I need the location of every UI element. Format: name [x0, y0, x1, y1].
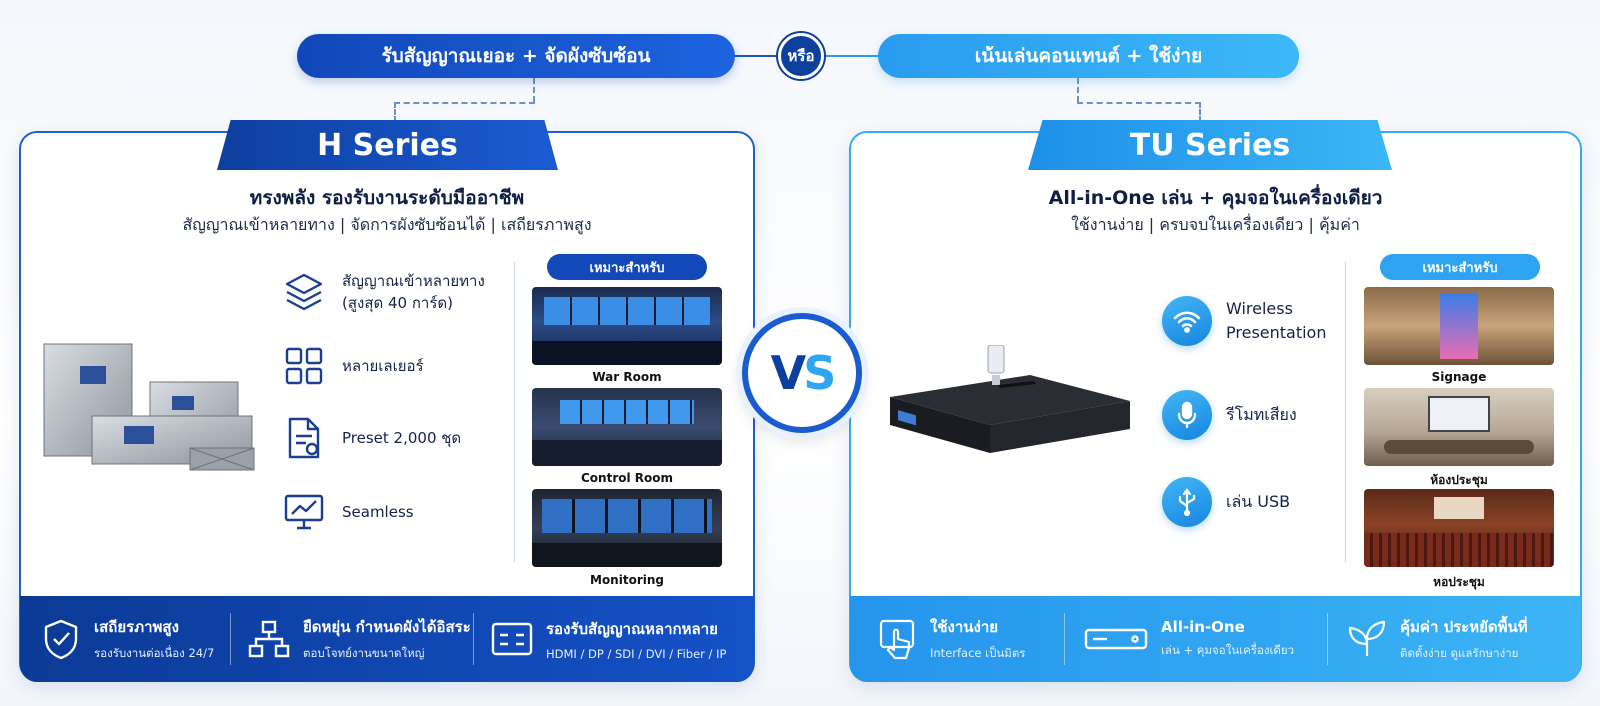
tu-benefit-value: คุ้มค่า ประหยัดพื้นที่ ติดตั้งง่าย ดูแลร…	[1328, 596, 1578, 682]
h-feature-layers: หลายเลเยอร์	[280, 342, 424, 390]
h-feature-inputs-line1: สัญญาณเข้าหลายทาง	[342, 271, 485, 290]
h-feature-preset: Preset 2,000 ชุด	[280, 414, 461, 462]
microphone-icon	[1162, 390, 1212, 440]
tu-benefit-easy-sub: Interface เป็นมิตร	[930, 646, 1026, 660]
h-dashed-connector	[533, 78, 535, 102]
vs-letter-v: V	[770, 346, 807, 400]
h-benefit-signals: รองรับสัญญาณหลากหลาย HDMI / DP / SDI / D…	[474, 596, 754, 682]
tu-benefit-allinone: All-in-One เล่น + คุมจอในเครื่องเดียว	[1065, 596, 1327, 682]
war-room-label: War Room	[592, 370, 662, 384]
tu-benefits-bar: ใช้งานง่าย Interface เป็นมิตร All-in-One…	[850, 596, 1581, 682]
tu-benefit-value-sub: ติดตั้งง่าย ดูแลรักษาง่าย	[1400, 646, 1519, 660]
tu-dashed-connector-h	[1077, 102, 1201, 104]
or-badge: หรือ	[778, 33, 824, 79]
tu-bar-separator-1	[1064, 613, 1065, 665]
or-connector-left	[735, 55, 780, 57]
h-series-product-image	[40, 338, 270, 478]
h-benefit-stability-title: เสถียรภาพสูง	[94, 618, 179, 636]
tu-bar-separator-2	[1327, 613, 1328, 665]
signage-label: Signage	[1431, 370, 1487, 384]
layers-icon	[280, 268, 328, 316]
tu-suitable-pill: เหมาะสำหรับ	[1380, 254, 1540, 280]
tu-benefit-allinone-sub: เล่น + คุมจอในเครื่องเดียว	[1161, 643, 1295, 657]
tu-feature-usb-label: เล่น USB	[1226, 492, 1291, 511]
war-room-image	[532, 287, 722, 365]
tu-divider	[1345, 262, 1346, 562]
h-dashed-connector-2	[394, 102, 396, 122]
h-feature-layers-label: หลายเลเยอร์	[342, 356, 424, 375]
h-benefit-flexible: ยืดหยุ่น กำหนดผังได้อิสระ ตอบโจทย์งานขนา…	[231, 596, 473, 682]
auditorium-image	[1364, 489, 1554, 567]
shield-check-icon	[44, 619, 78, 660]
meeting-room-label: ห้องประชุม	[1430, 473, 1488, 487]
h-feature-preset-label: Preset 2,000 ชุด	[342, 428, 462, 447]
h-feature-inputs: สัญญาณเข้าหลายทาง (สูงสุด 40 การ์ด)	[280, 268, 485, 316]
tu-feature-wireless-line1: Wireless	[1226, 299, 1293, 318]
monitoring-label: Monitoring	[590, 573, 664, 587]
vs-letter-s: S	[803, 346, 836, 400]
tu-benefit-easy: ใช้งานง่าย Interface เป็นมิตร	[850, 596, 1064, 682]
input-card-icon	[491, 622, 533, 656]
signage-image	[1364, 287, 1554, 365]
leaf-icon	[1348, 620, 1386, 656]
network-icon	[248, 620, 290, 658]
tu-feature-usb: เล่น USB	[1162, 477, 1290, 527]
monitoring-image	[532, 489, 722, 567]
tu-series-tab: TU Series	[1028, 120, 1392, 170]
tu-subline: ใช้งานง่าย | ครบจบในเครื่องเดียว | คุ้มค…	[1071, 215, 1360, 234]
control-room-label: Control Room	[580, 471, 673, 485]
monitor-icon	[280, 488, 328, 536]
auditorium-label: หอประชุม	[1433, 575, 1485, 589]
h-benefit-stability: เสถียรภาพสูง รองรับงานต่อเนื่อง 24/7	[20, 596, 230, 682]
h-suitable-pill: เหมาะสำหรับ	[547, 254, 707, 280]
tu-feature-wireless-line2: Presentation	[1226, 323, 1327, 342]
tu-dashed-connector	[1077, 78, 1079, 102]
tu-top-pill: เน้นเล่นคอนเทนต์ + ใช้ง่าย	[878, 34, 1299, 78]
touch-icon	[879, 619, 915, 660]
wifi-icon	[1162, 296, 1212, 346]
h-top-pill: รับสัญญาณเยอะ + จัดผังซับซ้อน	[297, 34, 735, 78]
h-bar-separator-2	[473, 613, 474, 665]
h-benefit-stability-sub: รองรับงานต่อเนื่อง 24/7	[94, 646, 215, 660]
tu-benefit-allinone-title: All-in-One	[1161, 618, 1245, 636]
usb-icon	[1162, 477, 1212, 527]
h-bar-separator-1	[230, 613, 231, 665]
grid-icon	[280, 342, 328, 390]
tu-dashed-connector-2	[1199, 102, 1201, 122]
h-feature-inputs-line2: (สูงสุด 40 การ์ด)	[342, 294, 454, 312]
h-series-tab: H Series	[217, 120, 558, 170]
or-connector-right	[822, 55, 880, 57]
tu-benefit-easy-title: ใช้งานง่าย	[930, 618, 999, 636]
meeting-room-image	[1364, 388, 1554, 466]
h-benefit-flexible-sub: ตอบโจทย์งานขนาดใหญ่	[303, 646, 425, 660]
tu-feature-voice-remote: รีโมทเสียง	[1162, 390, 1297, 440]
h-benefit-signals-sub: HDMI / DP / SDI / DVI / Fiber / IP	[546, 647, 727, 661]
h-feature-seamless: Seamless	[280, 488, 414, 536]
tu-feature-wireless: Wireless Presentation	[1162, 296, 1326, 346]
device-icon	[1084, 628, 1148, 650]
h-headline: ทรงพลัง รองรับงานระดับมืออาชีพ	[249, 187, 525, 209]
h-benefit-flexible-title: ยืดหยุ่น กำหนดผังได้อิสระ	[303, 618, 471, 636]
tu-feature-voice-remote-label: รีโมทเสียง	[1226, 405, 1297, 424]
h-dashed-connector-h	[394, 102, 535, 104]
h-benefits-bar: เสถียรภาพสูง รองรับงานต่อเนื่อง 24/7 ยืด…	[20, 596, 754, 682]
tu-headline: All-in-One เล่น + คุมจอในเครื่องเดียว	[1048, 187, 1383, 209]
tu-series-product-image	[880, 344, 1140, 465]
h-feature-seamless-label: Seamless	[342, 502, 414, 521]
document-icon	[280, 414, 328, 462]
h-benefit-signals-title: รองรับสัญญาณหลากหลาย	[546, 620, 718, 638]
tu-benefit-value-title: คุ้มค่า ประหยัดพื้นที่	[1400, 618, 1528, 636]
h-subline: สัญญาณเข้าหลายทาง | จัดการผังซับซ้อนได้ …	[182, 215, 592, 234]
h-divider	[514, 262, 515, 562]
control-room-image	[532, 388, 722, 466]
